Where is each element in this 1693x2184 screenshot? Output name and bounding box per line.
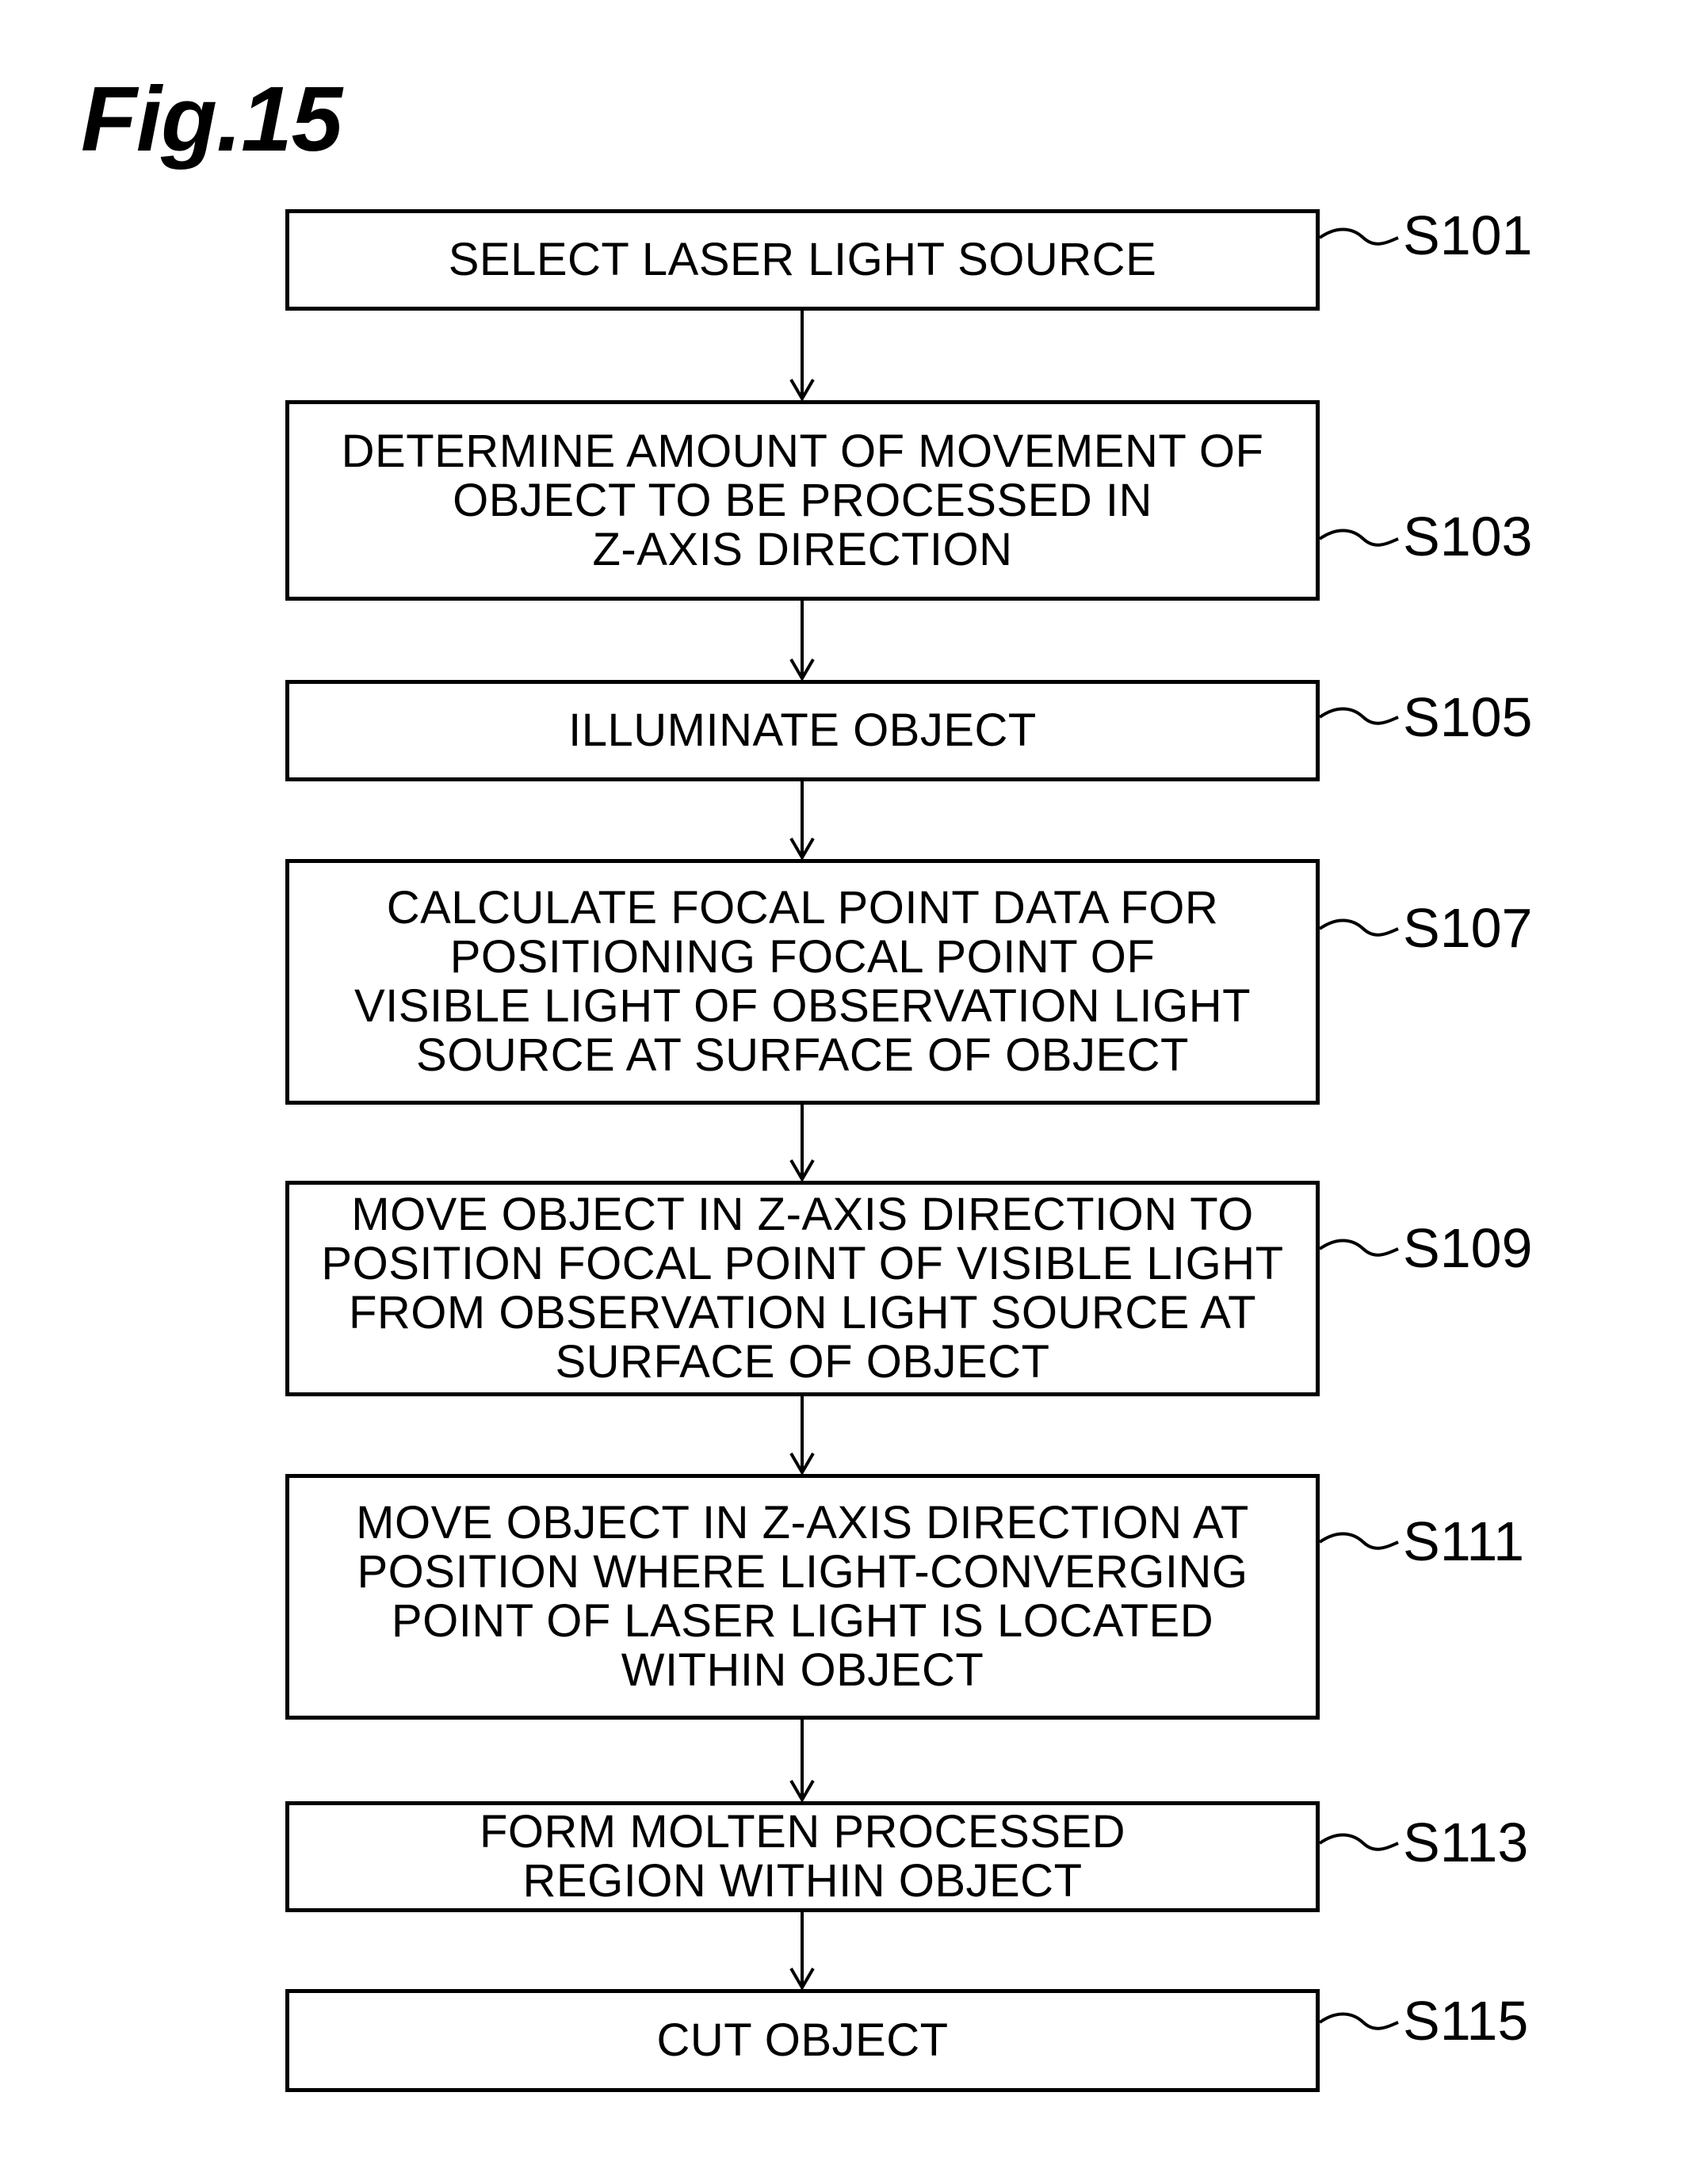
- leader-line-s113: [1320, 1835, 1398, 1850]
- step-text-line: DETERMINE AMOUNT OF MOVEMENT OF: [342, 427, 1264, 476]
- step-text-line: WITHIN OBJECT: [621, 1646, 984, 1695]
- step-label-s107: S107: [1403, 900, 1532, 956]
- step-text-line: POSITION WHERE LIGHT-CONVERGING: [357, 1548, 1248, 1597]
- step-text-line: SOURCE AT SURFACE OF OBJECT: [416, 1031, 1189, 1080]
- leader-line-s115: [1320, 2014, 1398, 2029]
- leader-line-s103: [1320, 531, 1398, 545]
- step-text-line: CUT OBJECT: [656, 2016, 948, 2065]
- step-label-s101: S101: [1403, 208, 1532, 263]
- step-text-line: FORM MOLTEN PROCESSED: [480, 1808, 1125, 1857]
- step-box-s115: CUT OBJECT: [285, 1989, 1320, 2092]
- leader-line-s107: [1320, 921, 1398, 935]
- step-label-s105: S105: [1403, 689, 1532, 745]
- step-text-line: SELECT LASER LIGHT SOURCE: [449, 235, 1157, 284]
- step-text-line: CALCULATE FOCAL POINT DATA FOR: [387, 884, 1219, 933]
- step-box-s105: ILLUMINATE OBJECT: [285, 680, 1320, 781]
- leader-line-s109: [1320, 1241, 1398, 1255]
- step-text-line: MOVE OBJECT IN Z-AXIS DIRECTION AT: [356, 1499, 1249, 1548]
- step-text-line: MOVE OBJECT IN Z-AXIS DIRECTION TO: [351, 1190, 1253, 1239]
- step-text-line: POSITIONING FOCAL POINT OF: [450, 933, 1156, 982]
- step-text-line: ILLUMINATE OBJECT: [568, 706, 1037, 755]
- step-box-s107: CALCULATE FOCAL POINT DATA FORPOSITIONIN…: [285, 859, 1320, 1105]
- leader-line-s105: [1320, 709, 1398, 724]
- step-text-line: OBJECT TO BE PROCESSED IN: [453, 476, 1152, 525]
- leader-line-s111: [1320, 1534, 1398, 1548]
- step-text-line: VISIBLE LIGHT OF OBSERVATION LIGHT: [354, 982, 1251, 1031]
- step-box-s111: MOVE OBJECT IN Z-AXIS DIRECTION ATPOSITI…: [285, 1474, 1320, 1720]
- step-label-s109: S109: [1403, 1220, 1532, 1276]
- step-box-s103: DETERMINE AMOUNT OF MOVEMENT OFOBJECT TO…: [285, 400, 1320, 601]
- leader-line-s101: [1320, 230, 1398, 244]
- step-box-s101: SELECT LASER LIGHT SOURCE: [285, 209, 1320, 311]
- step-text-line: Z-AXIS DIRECTION: [592, 525, 1012, 575]
- step-box-s109: MOVE OBJECT IN Z-AXIS DIRECTION TOPOSITI…: [285, 1181, 1320, 1396]
- step-label-s103: S103: [1403, 509, 1532, 564]
- step-text-line: SURFACE OF OBJECT: [555, 1338, 1049, 1387]
- step-box-s113: FORM MOLTEN PROCESSEDREGION WITHIN OBJEC…: [285, 1801, 1320, 1912]
- step-text-line: POINT OF LASER LIGHT IS LOCATED: [392, 1597, 1213, 1646]
- step-text-line: FROM OBSERVATION LIGHT SOURCE AT: [349, 1289, 1256, 1338]
- step-label-s115: S115: [1403, 1993, 1528, 2048]
- step-label-s113: S113: [1403, 1815, 1528, 1870]
- step-label-s111: S111: [1403, 1514, 1524, 1569]
- step-text-line: POSITION FOCAL POINT OF VISIBLE LIGHT: [321, 1239, 1283, 1289]
- step-text-line: REGION WITHIN OBJECT: [523, 1857, 1083, 1906]
